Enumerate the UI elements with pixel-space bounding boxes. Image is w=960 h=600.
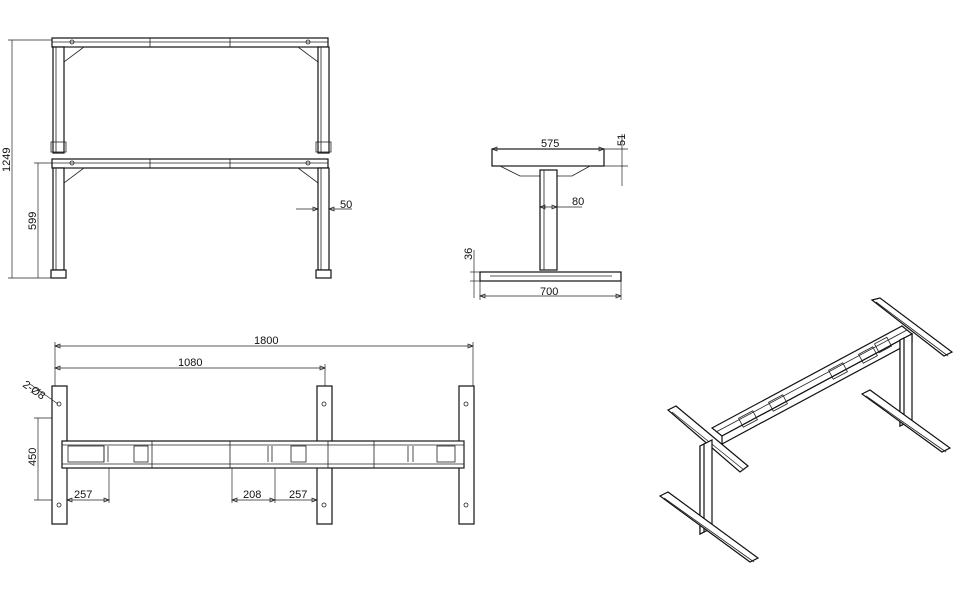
front-right-upper-leg	[317, 46, 330, 154]
dim-1800: 1800	[254, 335, 278, 347]
top-view: 1800 1080 2-Ø8 450 257 208 257	[20, 335, 475, 525]
front-view: 1249 599 50	[1, 37, 352, 279]
front-right-foot	[315, 269, 332, 279]
isometric-view	[658, 297, 954, 563]
front-upper-rail	[51, 37, 329, 48]
dim-51: 51	[616, 134, 628, 146]
dim-450: 450	[27, 448, 39, 466]
dim-1249: 1249	[1, 148, 13, 172]
front-left-upper-leg	[52, 46, 65, 154]
side-view: 575 51 80 36 700	[463, 134, 628, 300]
dim-36: 36	[463, 248, 475, 260]
dim-50: 50	[340, 199, 352, 211]
dim-700: 700	[540, 286, 558, 298]
dim-208: 208	[243, 489, 261, 501]
dim-2-phi8: 2-Ø8	[20, 379, 47, 403]
front-right-leg	[317, 167, 330, 271]
side-top-plate	[491, 148, 605, 167]
dim-599: 599	[27, 212, 39, 230]
dim-80: 80	[572, 196, 584, 208]
dim-257-right: 257	[289, 489, 307, 501]
side-foot	[479, 271, 622, 282]
side-column	[539, 169, 558, 271]
dim-575: 575	[541, 138, 559, 150]
dim-257-left: 257	[74, 489, 92, 501]
dim-1080: 1080	[178, 357, 202, 369]
front-left-leg	[52, 167, 65, 271]
front-left-foot	[50, 269, 67, 279]
front-lower-rail	[51, 158, 329, 169]
